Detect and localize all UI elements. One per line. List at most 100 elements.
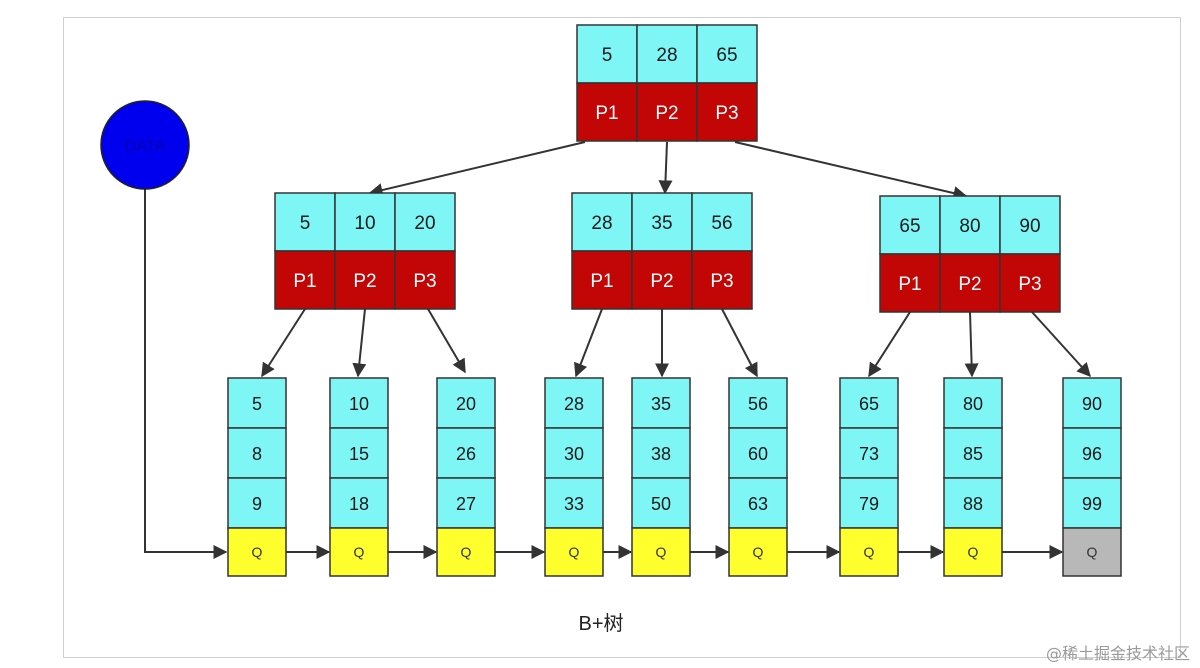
root-node-key: 28 — [656, 45, 677, 66]
internal-node-3-pointer: P1 — [898, 274, 921, 295]
leaf-node-2-key: 18 — [349, 494, 369, 514]
leaf-node-5-link-label: Q — [656, 544, 667, 560]
leaf-node-1-link-label: Q — [252, 544, 263, 560]
leaf-node-5-key-cell — [631, 477, 691, 529]
leaf-node-9-key: 99 — [1082, 494, 1102, 514]
leaf-node-6-key-cell — [728, 377, 788, 429]
edge-data-to-first-leaf — [144, 189, 228, 559]
internal-node-1-pointer: P3 — [413, 271, 436, 292]
internal-node-3-key-cell — [879, 195, 941, 255]
edge-internal-to-leaf-3 — [427, 308, 466, 374]
internal-node-1-key-cell — [274, 192, 336, 252]
leaf-node-4-key-cell — [544, 477, 604, 529]
leaf-node-2-link-cell — [329, 527, 389, 577]
leaf-node-4-key: 30 — [564, 444, 584, 464]
leaf-node-6-key: 56 — [748, 394, 768, 414]
internal-node-2-key-cell — [571, 192, 633, 252]
internal-node-3-pointer-cell — [879, 253, 941, 313]
root-node-pointer: P1 — [595, 103, 618, 124]
leaf-node-9-key-cell — [1062, 427, 1122, 479]
edge-internal-to-leaf-2 — [352, 308, 367, 378]
leaf-node-9-link-label: Q — [1087, 544, 1098, 560]
internal-node-3-pointer: P2 — [958, 274, 981, 295]
root-node-key-cell — [636, 24, 698, 84]
internal-node-2-key-cell — [631, 192, 693, 252]
internal-node-3-pointer-cell — [939, 253, 1001, 313]
leaf-node-1-key: 9 — [252, 494, 262, 514]
leaf-node-2-key: 10 — [349, 394, 369, 414]
leaf-node-3-key: 26 — [456, 444, 476, 464]
data-node-label: DATA — [125, 138, 166, 155]
diagram-caption: B+树 — [578, 612, 623, 635]
leaf-node-6-key: 63 — [748, 494, 768, 514]
leaf-node-8-key: 85 — [963, 444, 983, 464]
internal-node-2-key: 56 — [711, 213, 732, 234]
leaf-node-6-key-cell — [728, 477, 788, 529]
leaf-node-7-key-cell — [839, 477, 899, 529]
leaf-node-7-link-label: Q — [864, 544, 875, 560]
leaf-node-8-key: 88 — [963, 494, 983, 514]
leaf-node-3-key-cell — [436, 427, 496, 479]
internal-node-1-pointer-cell — [334, 250, 396, 310]
leaf-node-3-key: 20 — [456, 394, 476, 414]
leaf-node-2-link-label: Q — [354, 544, 365, 560]
edge-internal-to-leaf-1 — [261, 308, 306, 378]
leaf-node-8-link-cell — [943, 527, 1003, 577]
internal-node-3-key: 90 — [1019, 216, 1040, 237]
leaf-node-6: 56 60 63Q — [728, 377, 788, 577]
internal-node-3-pointer: P3 — [1018, 274, 1041, 295]
leaf-node-6-link-label: Q — [753, 544, 764, 560]
leaf-node-4-link-cell — [544, 527, 604, 577]
internal-node-3-key: 65 — [899, 216, 920, 237]
edge-internal-to-leaf-7 — [868, 311, 911, 378]
edges-layer — [144, 141, 1091, 559]
internal-node-1-key: 20 — [414, 213, 435, 234]
edge-root-p3 — [734, 141, 968, 200]
edge-root-p1 — [368, 141, 586, 197]
leaf-node-2-key-cell — [329, 477, 389, 529]
internal-node-2-pointer: P3 — [710, 271, 733, 292]
internal-node-1-pointer: P2 — [353, 271, 376, 292]
internal-node-3-key-cell — [999, 195, 1061, 255]
root-node-key: 5 — [602, 45, 613, 66]
leaf-node-8-link-label: Q — [968, 544, 979, 560]
root-node-pointer-cell — [696, 82, 758, 142]
leaf-node-1-key: 5 — [252, 394, 262, 414]
leaf-node-1-key: 8 — [252, 444, 262, 464]
root-node-pointer-cell — [636, 82, 698, 142]
leaf-node-1: 5 8 9Q — [227, 377, 287, 577]
internal-node-1-key: 10 — [354, 213, 375, 234]
internal-node-2-key: 28 — [591, 213, 612, 234]
leaf-node-2: 10 15 18Q — [329, 377, 389, 577]
leaf-node-2-key: 15 — [349, 444, 369, 464]
internal-node-2-key: 35 — [651, 213, 672, 234]
leaf-node-9-link-cell — [1062, 527, 1122, 577]
leaf-node-6-key: 60 — [748, 444, 768, 464]
root-node-key: 65 — [716, 45, 737, 66]
leaf-node-1-key-cell — [227, 377, 287, 429]
leaf-node-5-link-cell — [631, 527, 691, 577]
leaf-node-2-key-cell — [329, 377, 389, 429]
leaf-node-8-key-cell — [943, 377, 1003, 429]
leaf-node-8: 80 85 88Q — [943, 377, 1003, 577]
leaf-node-7-key: 73 — [859, 444, 879, 464]
leaf-node-4-key: 28 — [564, 394, 584, 414]
leaf-node-3-link-label: Q — [461, 544, 472, 560]
leaf-node-8-key: 80 — [963, 394, 983, 414]
internal-node-2-key-cell — [691, 192, 753, 252]
leaf-node-5-key: 50 — [651, 494, 671, 514]
leaf-node-7-key-cell — [839, 377, 899, 429]
leaf-node-5-key: 35 — [651, 394, 671, 414]
root-node-pointer: P3 — [715, 103, 738, 124]
leaf-node-8-key-cell — [943, 427, 1003, 479]
leaf-node-1-link-cell — [227, 527, 287, 577]
leaf-node-9-key: 96 — [1082, 444, 1102, 464]
data-node: DATA — [100, 100, 190, 190]
